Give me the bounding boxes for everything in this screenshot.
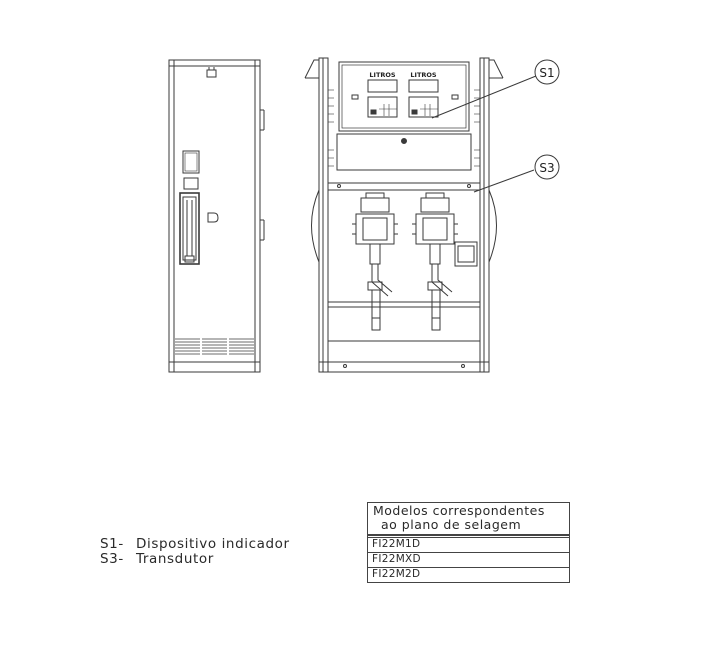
legend-code: S3- bbox=[100, 551, 124, 567]
s1-leader bbox=[431, 75, 537, 119]
models-header-line1: Modelos correspondentes bbox=[373, 503, 545, 518]
legend-row: S3- Transdutor bbox=[100, 552, 290, 567]
s3-leader bbox=[473, 169, 535, 193]
front-view bbox=[304, 57, 560, 373]
models-table-header: Modelos correspondentes ao plano de sela… bbox=[368, 503, 569, 535]
models-table-row: FI22M2D bbox=[368, 567, 569, 582]
legend-code: S1- bbox=[100, 536, 124, 552]
legend-text: Dispositivo indicador bbox=[136, 536, 290, 552]
models-table: Modelos correspondentes ao plano de sela… bbox=[367, 502, 570, 583]
legend-row: S1- Dispositivo indicador bbox=[100, 537, 290, 552]
meter-left bbox=[352, 192, 398, 331]
display-label-left: LITROS bbox=[369, 71, 396, 79]
legend: S1- Dispositivo indicador S3- Transdutor bbox=[100, 537, 290, 567]
side-view bbox=[168, 59, 265, 373]
meter-right bbox=[412, 192, 478, 331]
models-header-line2: ao plano de selagem bbox=[381, 517, 522, 532]
callout-s3-label: S3 bbox=[539, 161, 554, 175]
s3-callout-circle bbox=[534, 154, 560, 180]
models-table-row: FI22MXD bbox=[368, 552, 569, 567]
legend-text: Transdutor bbox=[136, 551, 214, 567]
display-label-right: LITROS bbox=[410, 71, 437, 79]
models-table-row: FI22M1D bbox=[368, 535, 569, 552]
s1-callout-circle bbox=[534, 59, 560, 85]
callout-s1-label: S1 bbox=[539, 66, 554, 80]
